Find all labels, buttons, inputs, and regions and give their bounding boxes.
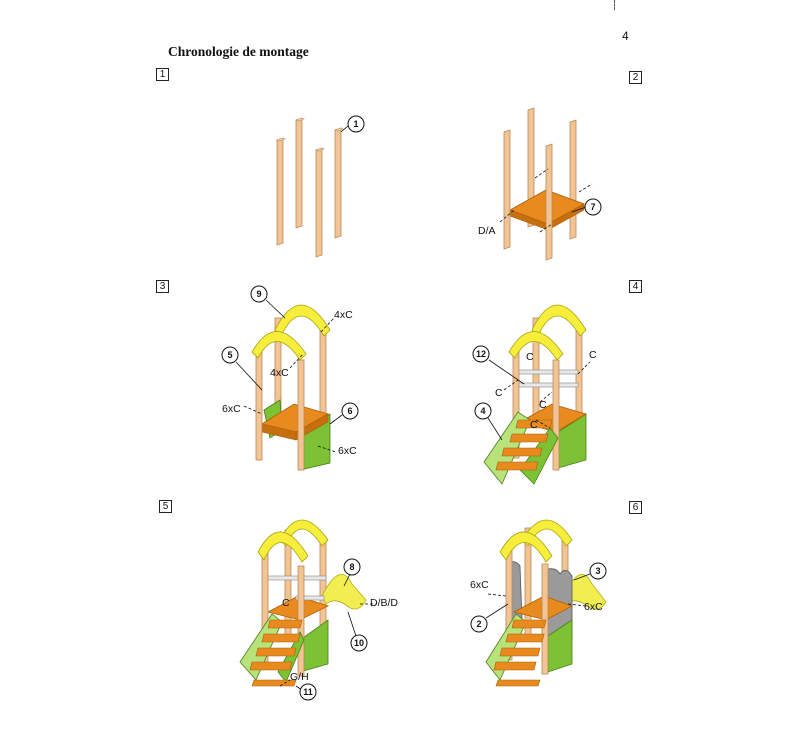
page-number: 4 [622,29,629,43]
svg-text:4: 4 [480,406,485,416]
callout-7: 7 [584,198,602,216]
label-c-3: C [495,387,503,399]
svg-text:5: 5 [227,350,232,360]
step-4-number: 4 [629,280,642,293]
post [295,117,305,229]
callout-11: 11 [299,683,317,701]
svg-text:10: 10 [354,638,364,648]
label-6xc-left: 6xC [222,403,241,415]
svg-text:1: 1 [353,119,358,129]
step-4-illustration: 12 4 C C C C C [472,304,597,485]
svg-text:12: 12 [476,349,486,359]
label-c-5: C [530,419,538,431]
label-4xc-mid: 4xC [270,367,289,379]
page-title: Chronologie de montage [168,44,309,59]
post [334,127,344,239]
svg-text:3: 3 [595,566,600,576]
label-4xc-top: 4xC [334,309,353,321]
step-2-number: 2 [629,71,642,84]
label-6xc-right: 6xC [338,445,357,457]
step-6-number: 6 [629,501,642,514]
label-c: C [282,597,290,609]
step-3-illustration: 9 5 6 4xC 4xC 6xC 6xC [221,285,359,471]
step-5-illustration: C 8 D/B/D 10 G/H 11 [239,519,398,701]
callout-8: 8 [343,558,361,576]
label-g-h: G/H [290,671,309,683]
step-1-number: 1 [156,68,169,81]
callout-4: 4 [474,402,492,420]
label-d-a: D/A [478,225,496,237]
callout-6: 6 [341,402,359,420]
svg-text:7: 7 [590,202,595,212]
post [276,137,286,246]
callout-10: 10 [350,634,368,652]
callout-5: 5 [221,346,239,364]
label-6xc-left: 6xC [470,579,489,591]
callout-3: 3 [589,562,607,580]
post [315,147,325,258]
callout-2: 2 [470,615,488,633]
svg-text:6: 6 [347,406,352,416]
step-5-number: 5 [159,500,172,513]
margin-mark [614,0,617,10]
step-1-illustration: 1 [276,115,365,258]
svg-text:2: 2 [476,619,481,629]
step-2-illustration: D/A 7 [478,107,602,261]
svg-text:8: 8 [349,562,354,572]
label-d-b-d: D/B/D [370,597,398,609]
step-3-number: 3 [156,280,169,293]
svg-text:9: 9 [256,289,261,299]
label-c-4: C [539,399,547,411]
label-6xc-right: 6xC [584,601,603,613]
svg-text:11: 11 [303,687,313,697]
label-c-2: C [589,349,597,361]
label-c-1: C [526,351,534,363]
step-6-illustration: 6xC 3 6xC 2 [470,519,607,687]
callout-12: 12 [472,345,490,363]
callout-1: 1 [347,115,365,133]
callout-9: 9 [250,285,268,303]
